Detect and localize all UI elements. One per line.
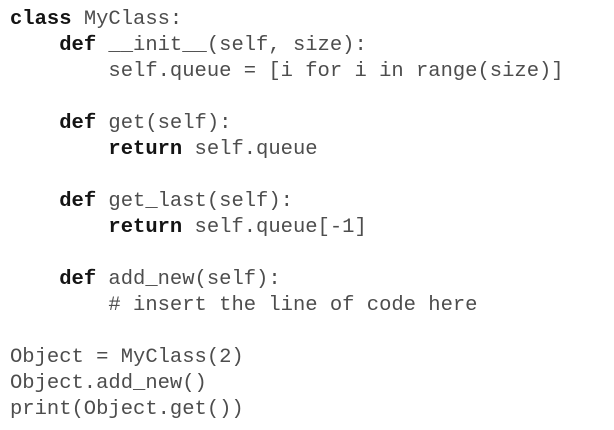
code-text: get_last(self):	[96, 190, 293, 213]
code-text: # insert the line of code here	[108, 294, 478, 317]
code-line: Object.add_new()	[10, 371, 614, 397]
code-text: print(Object.get())	[10, 398, 244, 421]
code-text: self.queue	[182, 138, 318, 161]
code-line: # insert the line of code here	[10, 293, 614, 319]
code-text: __init__(self, size):	[96, 34, 367, 57]
code-indent	[10, 60, 108, 83]
code-line: def get_last(self):	[10, 189, 614, 215]
code-block: class MyClass: def __init__(self, size):…	[10, 7, 614, 423]
code-line: return self.queue	[10, 137, 614, 163]
code-text: self.queue = [i for i in range(size)]	[108, 60, 564, 83]
code-keyword: def	[59, 34, 97, 57]
code-text: get(self):	[96, 112, 232, 135]
code-line-blank	[10, 319, 614, 345]
code-line-blank	[10, 85, 614, 111]
code-line: self.queue = [i for i in range(size)]	[10, 59, 614, 85]
code-keyword: def	[59, 112, 97, 135]
code-line: def get(self):	[10, 111, 614, 137]
code-keyword: def	[59, 190, 97, 213]
code-line: return self.queue[-1]	[10, 215, 614, 241]
code-keyword: return	[108, 138, 183, 161]
code-indent	[10, 112, 59, 135]
code-indent	[10, 268, 59, 291]
code-keyword: return	[108, 216, 183, 239]
code-indent	[10, 138, 108, 161]
code-line: def add_new(self):	[10, 267, 614, 293]
code-indent	[10, 34, 59, 57]
code-text: MyClass:	[71, 8, 183, 31]
code-text: Object.add_new()	[10, 372, 207, 395]
code-indent	[10, 216, 108, 239]
code-text: Object = MyClass(2)	[10, 346, 244, 369]
code-indent	[10, 190, 59, 213]
code-line: Object = MyClass(2)	[10, 345, 614, 371]
code-text: add_new(self):	[96, 268, 281, 291]
code-keyword: def	[59, 268, 97, 291]
code-text: self.queue[-1]	[182, 216, 367, 239]
code-keyword: class	[10, 8, 72, 31]
code-line-blank	[10, 163, 614, 189]
code-line-blank	[10, 241, 614, 267]
code-line: class MyClass:	[10, 7, 614, 33]
code-line: print(Object.get())	[10, 397, 614, 423]
code-line: def __init__(self, size):	[10, 33, 614, 59]
code-indent	[10, 294, 108, 317]
